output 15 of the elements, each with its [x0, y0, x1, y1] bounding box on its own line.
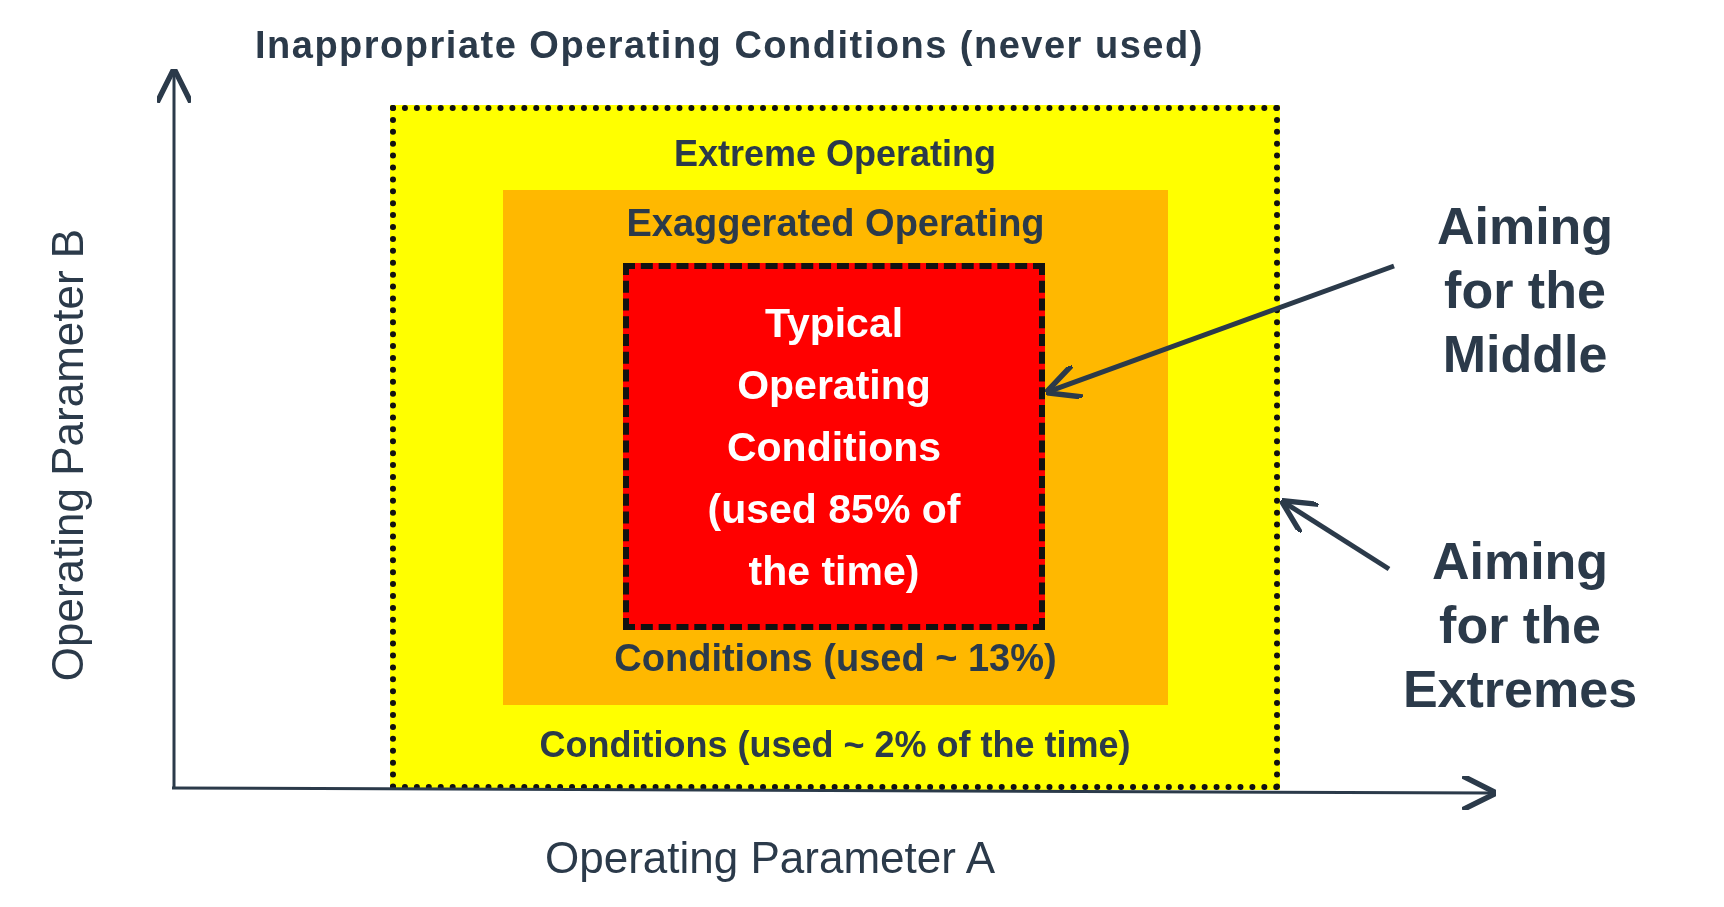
zone-label: Extreme Operating [672, 133, 998, 175]
region-title: Inappropriate Operating Conditions (never used) [255, 24, 1204, 67]
zone-label: Exaggerated Operating [625, 202, 1046, 245]
zone-label: Typical Operating Conditions (used 85% of the time) [706, 298, 962, 596]
axis-label: Operating Parameter A [545, 833, 995, 883]
arrow [1278, 497, 1391, 572]
axis-label: Operating Parameter B [43, 228, 93, 682]
annotation-text: Aiming for the Middle [1435, 196, 1615, 385]
annotation-text: Aiming for the Extremes [1401, 531, 1639, 720]
exaggerated-conditions-zone [503, 190, 1168, 705]
arrow [1043, 263, 1395, 400]
zone-label: Conditions (used ~ 13%) [613, 637, 1058, 680]
typical-conditions-box [623, 263, 1045, 630]
extreme-conditions-zone [390, 105, 1280, 790]
zone-label: Conditions (used ~ 2% of the time) [538, 724, 1132, 766]
